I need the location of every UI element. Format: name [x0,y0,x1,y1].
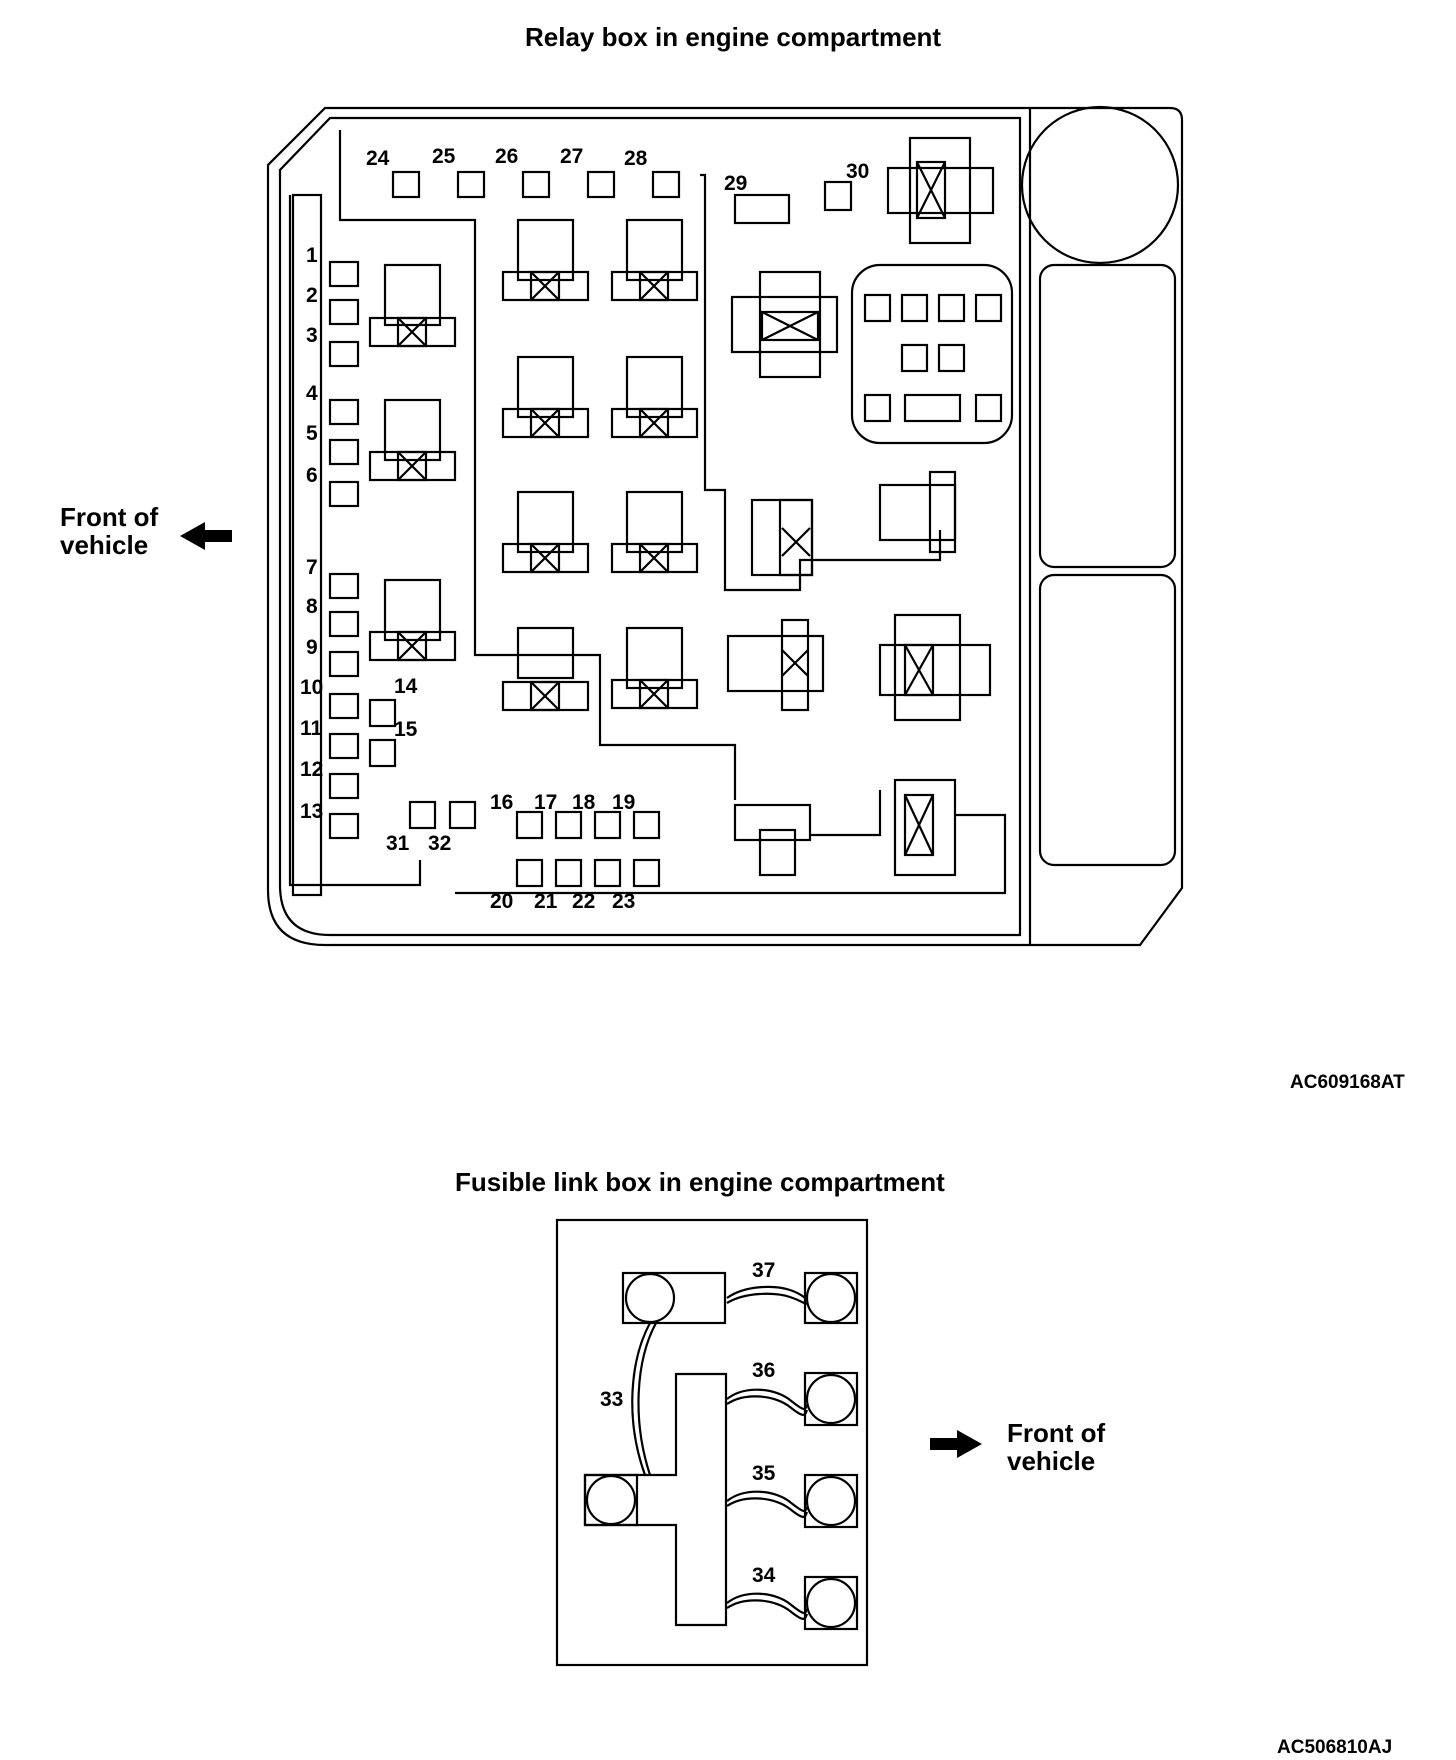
front-label-line1: Front of [1007,1418,1106,1448]
right-compartment-upper [1038,263,1177,569]
terminal-circle [624,1272,676,1324]
fusible-link-box-title: Fusible link box in engine compartment [455,1167,945,1197]
relay-box-title: Relay box in engine compartment [525,22,942,52]
connector-block [850,263,1014,445]
terminal-block-top [621,1271,727,1325]
relay-small-1 [750,498,814,577]
wiring-trace [700,173,942,592]
relay-left-1 [368,263,457,348]
relay-bottom-1 [733,803,812,877]
fusible-link-box-image-code: AC506810AJ [1277,1737,1393,1758]
fusible-link-box-housing [555,1218,869,1667]
wiring-trace [288,195,422,887]
relay-small-2 [878,470,957,554]
link-number: 35 [752,1462,776,1485]
link-number: 34 [752,1564,776,1587]
left-terminal-strip [291,193,323,897]
terminal-circle [805,1373,857,1425]
relay-left-2 [368,398,457,482]
front-label-line2: vehicle [60,530,149,560]
relay-grid [501,218,699,712]
relay-small-3 [726,618,825,712]
relay-box-image-code: AC609168AT [1290,1072,1405,1093]
arrow-right-icon [930,1430,982,1458]
relay-left-3 [368,578,457,662]
left-fuse-sockets [328,260,360,840]
terminal-circle [805,1272,857,1324]
bottom-fuse-sockets [368,698,661,888]
arrow-left-icon [180,522,232,550]
round-socket [1020,105,1180,265]
relay-box-housing [266,106,1184,947]
right-compartment-lower [1038,573,1177,867]
front-label-line1: Front of [60,502,159,532]
relay-top-right [886,136,995,245]
fusible-link-wire [726,1285,808,1300]
terminal-circle [805,1475,857,1527]
relay-large-right [878,613,992,722]
wiring-trace [455,813,1007,895]
terminal-circle [805,1577,857,1629]
terminal-circle [585,1474,637,1526]
relay-box-front-label: Front of vehicle [60,503,158,559]
wiring-trace [338,130,737,800]
relay-box-inner-wall [278,116,1022,937]
front-label-line2: vehicle [1007,1446,1096,1476]
link-number: 37 [752,1259,775,1282]
fusible-link-front-label: Front of vehicle [1007,1419,1105,1475]
relay-middle [730,270,839,379]
wiring-trace [810,790,882,837]
fusible-link-wire [631,1322,651,1476]
link-number: 33 [600,1388,623,1411]
relay-bottom-2 [893,778,957,877]
top-fuse-sockets [391,170,853,225]
bus-bar [583,1372,728,1627]
link-number: 36 [752,1359,775,1382]
